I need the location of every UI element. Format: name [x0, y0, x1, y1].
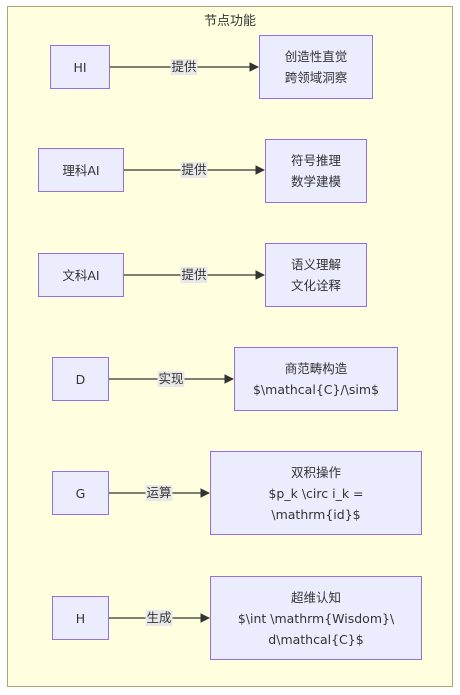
- edge-label-provide: 提供: [180, 162, 208, 178]
- source-node-humanities-ai[interactable]: 文科AI: [38, 253, 124, 297]
- target-line: 商范畴构造: [284, 361, 348, 376]
- edge-label-provide: 提供: [180, 267, 208, 283]
- edge-label-operate: 运算: [145, 485, 173, 501]
- source-node-hi[interactable]: HI: [50, 45, 110, 89]
- target-node-biproduct-operation[interactable]: 双积操作 $p_k \circ i_k = \mathrm{id}$: [210, 451, 422, 535]
- target-node-creative-intuition[interactable]: 创造性直觉 跨领域洞察: [259, 35, 373, 99]
- source-label: 文科AI: [62, 267, 100, 283]
- source-label: H: [75, 610, 86, 626]
- source-node-h[interactable]: H: [52, 596, 109, 640]
- edge-label-provide: 提供: [170, 59, 198, 75]
- target-line: $\int \mathrm{Wisdom}\: [237, 610, 395, 626]
- target-line: 超维认知: [290, 589, 341, 605]
- edge-label-implement: 实现: [157, 371, 185, 387]
- target-line: 数学建模: [290, 174, 341, 189]
- target-node-hyperdimensional-cognition[interactable]: 超维认知 $\int \mathrm{Wisdom}\ d\mathcal{C}…: [210, 576, 422, 660]
- source-label: 理科AI: [62, 162, 100, 178]
- target-line: $\mathcal{C}/\sim$: [252, 382, 379, 397]
- cluster-title: 节点功能: [203, 14, 256, 29]
- target-node-symbolic-reasoning[interactable]: 符号推理 数学建模: [265, 139, 367, 203]
- target-node-quotient-category[interactable]: 商范畴构造 $\mathcal{C}/\sim$: [234, 347, 398, 411]
- target-line: $p_k \circ i_k =: [268, 485, 364, 501]
- target-line: 创造性直觉: [284, 49, 348, 64]
- target-line: 符号推理: [290, 153, 341, 168]
- target-line: 文化诠释: [290, 278, 341, 293]
- source-node-science-ai[interactable]: 理科AI: [38, 148, 124, 192]
- source-node-d[interactable]: D: [52, 357, 109, 401]
- target-line: 双积操作: [290, 464, 341, 480]
- source-label: D: [75, 371, 86, 387]
- edge-label-generate: 生成: [145, 610, 173, 626]
- target-node-semantic-understanding[interactable]: 语义理解 文化诠释: [265, 243, 367, 307]
- target-line: d\mathcal{C}$: [268, 631, 364, 647]
- source-label: HI: [73, 59, 87, 75]
- source-node-g[interactable]: G: [52, 471, 109, 515]
- source-label: G: [75, 485, 86, 501]
- target-line: 跨领域洞察: [284, 70, 348, 85]
- target-line: 语义理解: [290, 257, 341, 272]
- target-line: \mathrm{id}$: [271, 506, 361, 522]
- node-function-cluster: 节点功能: [7, 6, 453, 687]
